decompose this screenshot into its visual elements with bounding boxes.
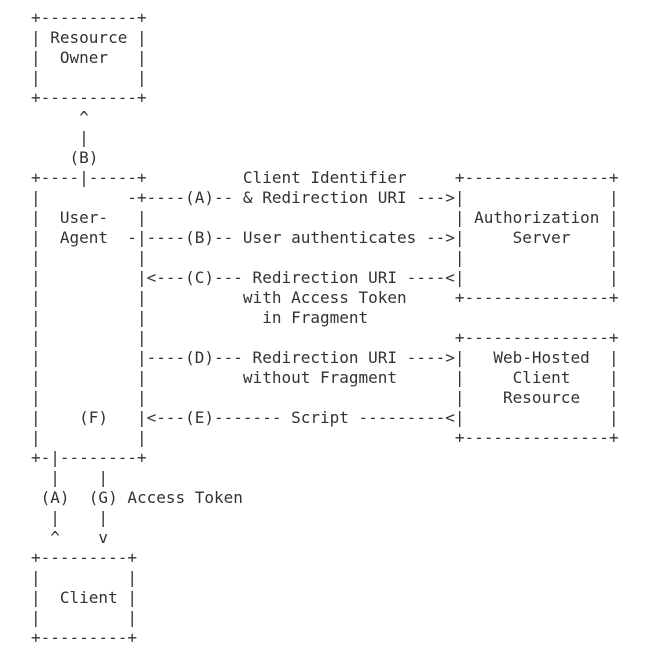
oauth-implicit-grant-ascii-diagram: +----------+ | Resource | | Owner | | | … xyxy=(31,8,619,647)
diagram-canvas: +----------+ | Resource | | Owner | | | … xyxy=(31,8,619,647)
